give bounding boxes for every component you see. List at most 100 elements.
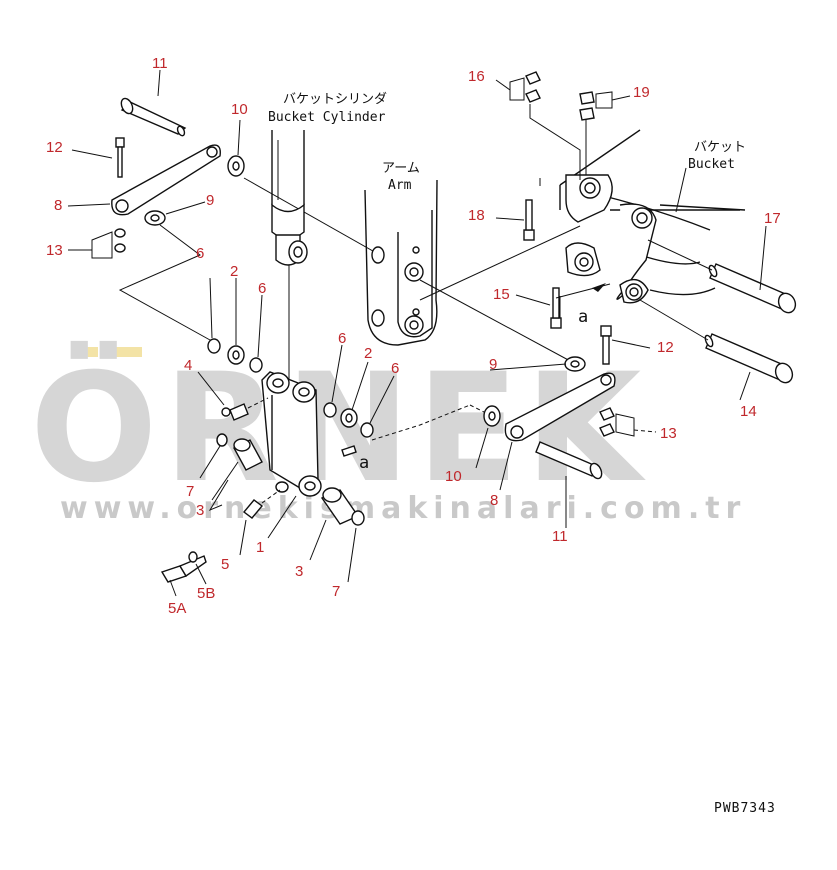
bucket-shell	[649, 287, 716, 296]
pin-17-end	[777, 292, 797, 314]
grease-fitting-small	[341, 445, 357, 457]
grease-fitting-5	[242, 499, 264, 519]
leader-8b	[499, 441, 513, 491]
arm-boss-lower	[371, 309, 385, 327]
nut-13b-bracket	[615, 413, 635, 437]
leader-connector	[208, 479, 229, 512]
arm-inner	[397, 210, 433, 338]
cylinder-collar	[271, 203, 305, 240]
leader-10-to-arm	[243, 177, 381, 256]
pin-path-dashed	[371, 404, 471, 441]
callout-8-lower: 8	[490, 492, 498, 509]
leader-6c	[331, 344, 343, 403]
bucket-rear-line	[659, 204, 746, 211]
bolt-18-shank	[525, 199, 533, 231]
seal-6-d	[360, 422, 374, 438]
callout-2-right: 2	[364, 345, 372, 362]
pin-17-start	[708, 264, 718, 278]
nut-16-b-icon	[525, 89, 541, 103]
seal-7-right	[351, 510, 365, 526]
pin-11-head	[120, 97, 134, 115]
washer-5b	[188, 551, 198, 563]
leader-2b	[351, 361, 369, 411]
callout-6-left: 6	[258, 280, 266, 297]
bucket-hole-1-inner	[584, 182, 596, 194]
callout-7-left: 7	[186, 483, 194, 500]
callout-16: 16	[468, 68, 485, 85]
callout-15: 15	[493, 286, 510, 303]
link-8b-hole-2	[600, 374, 612, 386]
watermark-url: www.ornekismakinalari.com.tr	[60, 491, 746, 526]
leader-14	[739, 371, 751, 401]
pin-11b-body	[535, 441, 597, 477]
callout-5: 5	[221, 556, 229, 573]
center-linkage	[160, 277, 471, 597]
leader-7b	[347, 527, 357, 583]
callout-10-upper: 10	[231, 101, 248, 118]
pin-14-end	[774, 362, 794, 384]
nut-16-bracket	[509, 77, 525, 101]
pin-11-end	[176, 125, 186, 137]
pin-14-axis	[639, 299, 709, 341]
bushing-2-left-hole	[232, 350, 240, 360]
right-linkage	[469, 356, 657, 528]
link-8-hole-1	[115, 199, 129, 213]
leader-13b	[633, 429, 657, 433]
callout-2-left: 2	[230, 263, 238, 280]
nut-19-bracket	[595, 91, 613, 109]
callout-5b: 5B	[197, 585, 215, 602]
bolt-12-shank	[117, 146, 123, 178]
grease-fitting-4-cap	[221, 407, 231, 417]
washer-10-lower-hole	[488, 411, 496, 421]
leader-11a	[157, 69, 161, 97]
bushing-3-right-end	[322, 487, 342, 503]
leader-6-group	[118, 224, 211, 341]
leader-5b	[195, 563, 207, 585]
bolt-18-head	[523, 229, 535, 241]
callout-11-upper: 11	[152, 55, 168, 72]
callout-6-group: 6	[196, 245, 204, 262]
callout-3-left: 3	[196, 502, 204, 519]
link-1-bottom-hole	[304, 481, 316, 491]
seal-7-left	[216, 433, 228, 447]
leader-4	[197, 371, 225, 406]
leader-bucket	[675, 167, 687, 213]
link-8-body	[111, 144, 221, 216]
seal-6-c	[323, 402, 337, 418]
leader-16-to-bucket	[529, 104, 581, 180]
link-8b-body	[504, 372, 616, 442]
leader-16	[495, 79, 511, 91]
text-labels: バケットシリンダ Bucket Cylinder アーム Arm バケット Bu…	[268, 92, 775, 816]
label-bucket-cylinder-jp: バケットシリンダ	[283, 92, 387, 107]
bushing-3-left-end	[233, 438, 251, 452]
bolt-12b-shank	[602, 335, 610, 365]
bolt-15-shank	[552, 287, 560, 319]
callout-4: 4	[184, 357, 192, 374]
watermark-accent-left	[78, 347, 98, 357]
callout-12-lower: 12	[657, 339, 674, 356]
ref-a-label-1: a	[578, 307, 588, 327]
nut-13-bracket	[91, 231, 113, 259]
leader-6b	[257, 294, 263, 358]
grease-fitting-4-path	[247, 397, 269, 409]
leader-10a	[237, 119, 241, 156]
callout-19: 19	[633, 84, 650, 101]
callout-13-lower: 13	[660, 425, 677, 442]
label-bucket-jp: バケット	[694, 140, 746, 155]
seal-6-b	[249, 357, 263, 373]
callout-9-lower: 9	[489, 356, 497, 373]
washer-9-upper-hole	[150, 214, 160, 222]
cylinder-eye-hole	[293, 246, 303, 258]
nut-19-b-icon	[579, 107, 595, 121]
ref-a-label-2: a	[359, 453, 369, 473]
leader-9b	[489, 363, 567, 371]
leader-7a	[199, 445, 221, 479]
grease-fitting-5-path	[261, 489, 281, 504]
pin-17-axis	[647, 239, 713, 271]
label-bucket-en: Bucket	[688, 157, 735, 172]
link-1-grease-nipple	[275, 481, 289, 493]
leader-6d	[369, 375, 395, 424]
leader-5	[239, 519, 247, 556]
arm	[364, 179, 581, 363]
